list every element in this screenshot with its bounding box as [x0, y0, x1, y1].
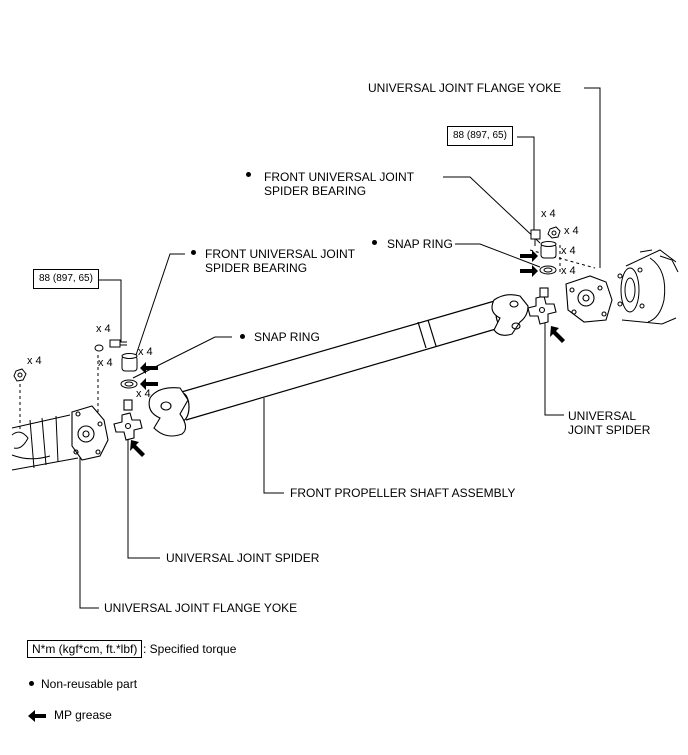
qty-left-snap: x 4: [136, 388, 151, 400]
grease-arrow-left-snap: [140, 378, 158, 390]
left-flange-yoke: [71, 405, 109, 461]
non-reusable-dot-icon: [240, 334, 245, 339]
leader-bearing-top: [443, 176, 541, 244]
label-spider-bottom: UNIVERSAL JOINT SPIDER: [166, 551, 320, 565]
propeller-shaft: [174, 299, 509, 422]
right-nut: [547, 226, 561, 239]
non-reusable-dot-icon: [246, 172, 251, 177]
filled-dot-icon: [29, 681, 34, 686]
far-left-nut: [13, 368, 27, 382]
qty-left-bearing: x 4: [138, 346, 153, 358]
grease-arrow-right-snap: [520, 265, 538, 277]
label-flange-yoke-bottom: UNIVERSAL JOINT FLANGE YOKE: [104, 601, 298, 615]
qty-far-left-nut: x 4: [27, 355, 42, 367]
qty-right-bolt: x 4: [541, 208, 556, 220]
left-spider: [113, 399, 143, 441]
qty-right-bearing: x 4: [561, 245, 576, 257]
torque-box-left: 88 (897, 65): [33, 269, 99, 289]
left-bolt: [109, 339, 127, 348]
qty-left-washer: x 4: [98, 357, 113, 369]
leader-flange-yoke-bottom: [79, 432, 99, 609]
right-differential: [617, 249, 679, 325]
label-bearing-top-line2: SPIDER BEARING: [264, 184, 367, 198]
grease-arrow-right-bearing: [520, 250, 538, 262]
qty-right-nut: x 4: [564, 225, 579, 237]
left-snap-ring: [120, 379, 138, 389]
grease-arrow-right-spider: [550, 326, 565, 343]
left-arrow-icon: [28, 710, 46, 722]
label-bearing-mid-line2: SPIDER BEARING: [205, 261, 308, 275]
left-washer: [94, 344, 104, 352]
legend-torque-desc: : Specified torque: [143, 642, 237, 656]
leader-torque-left: [97, 279, 122, 342]
shaft-yoke-right: [491, 294, 529, 336]
legend-non-reusable: Non-reusable part: [41, 677, 138, 691]
legend-torque-box: N*m (kgf*cm, ft.*lbf): [27, 640, 143, 658]
label-spider-right-line2: JOINT SPIDER: [568, 423, 651, 437]
left-bearing-cup: [121, 353, 138, 372]
torque-box-right: 88 (897, 65): [447, 126, 513, 146]
shaft-yoke-left: [148, 387, 189, 437]
right-spider: [527, 287, 557, 325]
label-spider-right-line1: UNIVERSAL: [568, 409, 637, 423]
label-snap-ring-mid: SNAP RING: [254, 330, 320, 344]
grease-arrow-left-bearing: [140, 362, 158, 374]
label-snap-ring-top: SNAP RING: [387, 237, 453, 251]
right-snap-ring: [539, 265, 557, 275]
leader-snap-ring-mid: [132, 336, 232, 379]
label-shaft-assembly: FRONT PROPELLER SHAFT ASSEMBLY: [290, 486, 516, 500]
qty-left-bolt: x 4: [96, 323, 111, 335]
leader-spider-bottom: [127, 430, 160, 559]
leader-flange-yoke-top: [584, 87, 601, 268]
leader-shaft: [263, 398, 284, 494]
left-transfer-case: [11, 414, 79, 471]
right-flange-yoke: [565, 275, 613, 323]
label-bearing-top-line1: FRONT UNIVERSAL JOINT: [264, 170, 415, 184]
leader-bearing-mid: [134, 253, 185, 359]
leader-spider-right: [544, 322, 564, 416]
legend-grease: MP grease: [54, 708, 112, 722]
label-flange-yoke-top: UNIVERSAL JOINT FLANGE YOKE: [368, 81, 562, 95]
grease-arrow-left-spider: [130, 440, 145, 457]
leader-snap-ring-top: [455, 243, 541, 268]
right-bearing-cup: [540, 241, 557, 259]
non-reusable-dot-icon: [191, 250, 196, 255]
leader-torque-right: [517, 136, 535, 232]
qty-right-snap: x 4: [561, 265, 576, 277]
label-bearing-mid-line1: FRONT UNIVERSAL JOINT: [205, 247, 356, 261]
non-reusable-dot-icon: [372, 240, 377, 245]
right-bolt: [530, 229, 541, 246]
